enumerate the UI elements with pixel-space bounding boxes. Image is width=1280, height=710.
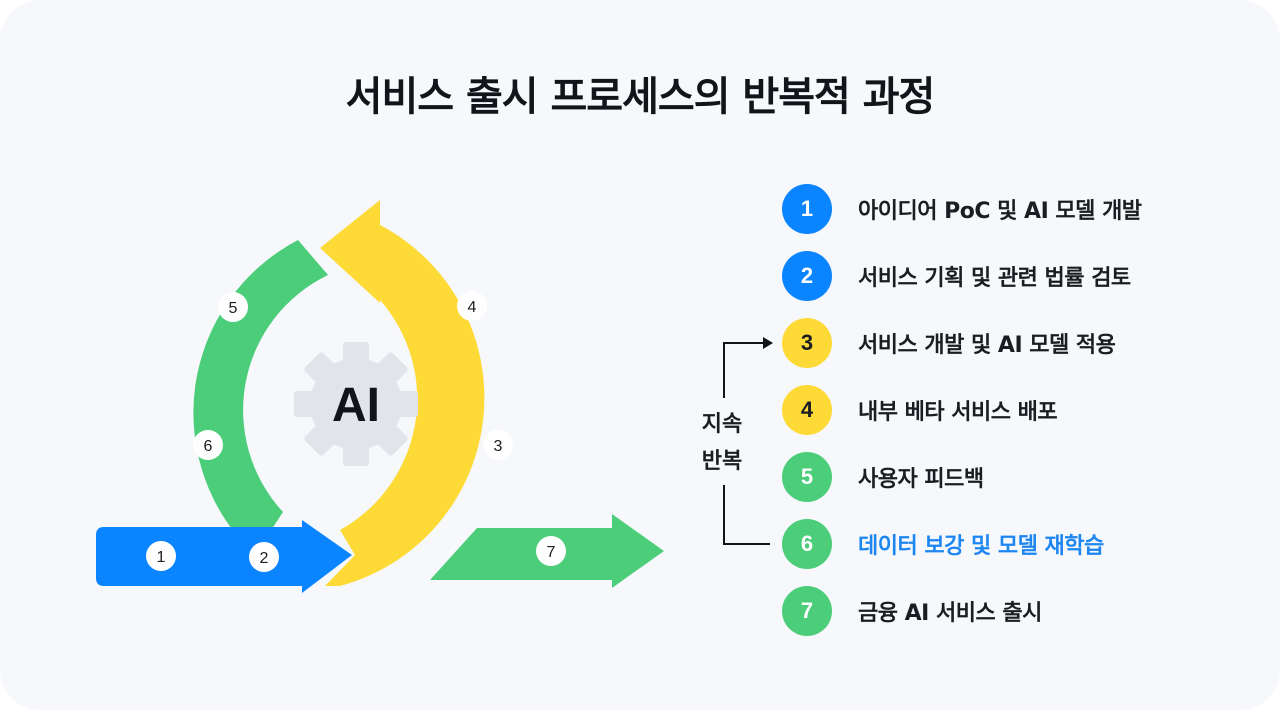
yellow-cycle-arrow [320, 200, 485, 586]
step-label-7: 금융 AI 서비스 출시 [858, 601, 1042, 626]
marker-4-number: 4 [468, 299, 477, 316]
center-ai-label: AI [332, 379, 380, 432]
step-item-5: 5 사용자 피드백 [782, 452, 1262, 502]
gear-icon [294, 342, 418, 466]
step-item-2: 2 서비스 기획 및 관련 법률 검토 [782, 251, 1262, 301]
marker-3-number: 3 [494, 438, 503, 455]
step-label-1: 아이디어 PoC 및 AI 모델 개발 [858, 199, 1142, 224]
loop-bracket [723, 342, 770, 545]
step-item-7: 7 금융 AI 서비스 출시 [782, 586, 1262, 636]
step-item-3: 3 서비스 개발 및 AI 모델 적용 [782, 318, 1262, 368]
marker-7: 7 [536, 536, 566, 566]
marker-1: 1 [146, 541, 176, 571]
marker-6: 6 [193, 430, 223, 460]
marker-7-number: 7 [547, 544, 556, 561]
step-badge-2: 2 [782, 251, 832, 301]
step-badge-4: 4 [782, 385, 832, 435]
step-item-6: 6 데이터 보강 및 모델 재학습 [782, 519, 1262, 569]
step-badge-1: 1 [782, 184, 832, 234]
step-label-6: 데이터 보강 및 모델 재학습 [858, 534, 1104, 559]
page-title: 서비스 출시 프로세스의 반복적 과정 [345, 74, 936, 120]
step-item-1: 1 아이디어 PoC 및 AI 모델 개발 [782, 184, 1262, 234]
loop-arrowhead [763, 337, 773, 349]
marker-6-number: 6 [204, 438, 213, 455]
loop-label: 지속 반복 [692, 406, 752, 480]
marker-3: 3 [483, 430, 513, 460]
marker-2-number: 2 [260, 550, 269, 567]
step-badge-5: 5 [782, 452, 832, 502]
marker-4: 4 [457, 291, 487, 321]
marker-5: 5 [218, 292, 248, 322]
step-label-3: 서비스 개발 및 AI 모델 적용 [858, 333, 1116, 358]
blue-start-arrow [96, 520, 352, 593]
step-item-4: 4 내부 베타 서비스 배포 [782, 385, 1262, 435]
marker-2: 2 [249, 542, 279, 572]
step-badge-6: 6 [782, 519, 832, 569]
step-label-5: 사용자 피드백 [858, 467, 984, 492]
marker-1-number: 1 [157, 549, 166, 566]
loop-label-line1: 지속 [701, 412, 743, 437]
step-badge-3: 3 [782, 318, 832, 368]
step-badge-7: 7 [782, 586, 832, 636]
step-label-2: 서비스 기획 및 관련 법률 검토 [858, 266, 1131, 291]
step-label-4: 내부 베타 서비스 배포 [858, 400, 1058, 425]
loop-label-line2: 반복 [701, 449, 743, 474]
marker-5-number: 5 [229, 300, 238, 317]
